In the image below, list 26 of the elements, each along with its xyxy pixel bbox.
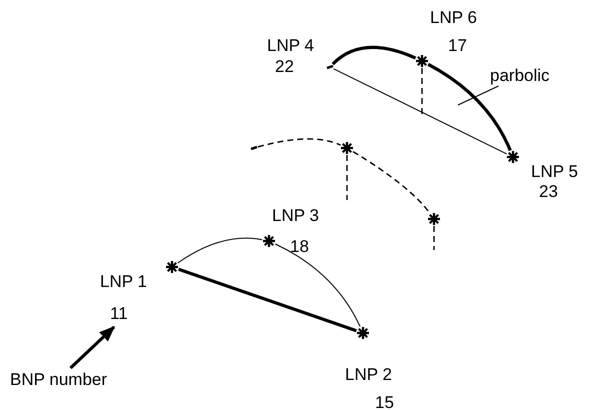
arrow <box>69 326 116 370</box>
straight-line <box>346 155 348 200</box>
straight-line <box>178 268 357 332</box>
point-label: 17 <box>448 36 467 55</box>
point-label: LNP 4 <box>267 36 314 55</box>
curve-line <box>427 62 512 152</box>
curve-line <box>352 151 430 214</box>
point-label: 15 <box>375 393 394 410</box>
point-label: 11 <box>110 304 128 323</box>
point-label: LNP 2 <box>345 365 392 384</box>
text-label: BNP number <box>10 370 108 389</box>
straight-line <box>433 226 435 250</box>
point-label: LNP 1 <box>100 272 147 291</box>
point-label: LNP 5 <box>531 162 578 181</box>
point-label: 18 <box>290 237 309 256</box>
leader-line <box>458 86 499 106</box>
text-label: parbolic <box>490 66 550 85</box>
curve-line <box>258 138 341 148</box>
point-label: LNP 6 <box>430 8 477 27</box>
curve-line <box>332 46 416 66</box>
point-label: 23 <box>539 182 558 201</box>
point-label: LNP 3 <box>272 206 319 225</box>
point-label: 22 <box>275 57 294 76</box>
curve-line <box>177 238 263 264</box>
straight-line <box>333 68 508 154</box>
curve-line <box>274 244 361 328</box>
